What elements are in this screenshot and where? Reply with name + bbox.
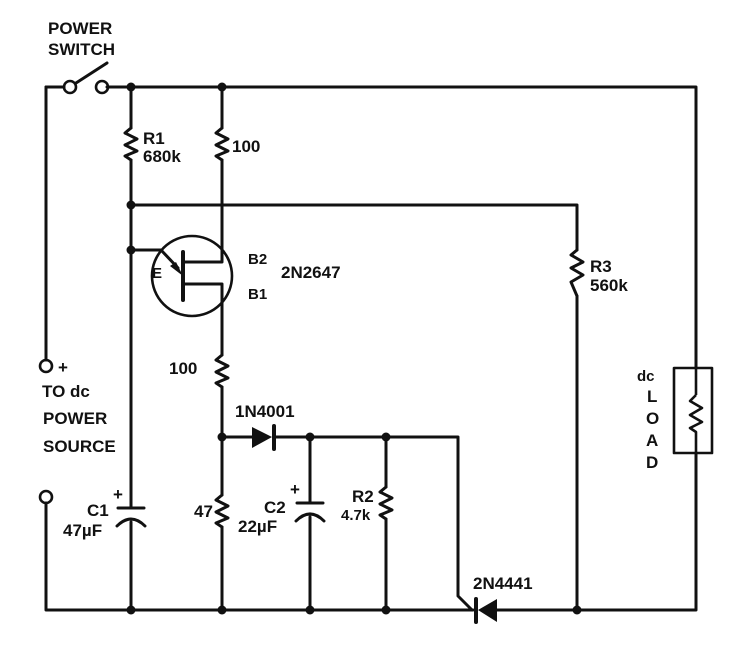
junction-dot — [381, 432, 391, 442]
c2-plate-curved — [294, 512, 326, 523]
ujt-body-circle — [150, 234, 234, 318]
load-letter-l: L — [647, 387, 657, 406]
ujt-transistor — [150, 234, 234, 318]
r47-resistor-symbol — [214, 493, 230, 529]
load-resistor-symbol — [688, 394, 704, 453]
source-terminal-plus[interactable] — [38, 358, 54, 374]
load-letter-o: O — [646, 409, 659, 428]
junction-dot — [217, 82, 227, 92]
r1-value: 680k — [143, 147, 181, 166]
c1-polarity: + — [113, 485, 123, 504]
load-letter-a: A — [646, 431, 658, 450]
rb2-resistor-symbol — [214, 126, 230, 162]
load-dc-label: dc — [637, 368, 655, 385]
scr-part-number: 2N4441 — [473, 574, 533, 593]
ujt-emitter-arrow-icon — [170, 262, 183, 276]
switch-blade[interactable] — [74, 61, 109, 85]
switch-terminal-left — [62, 79, 78, 95]
ujt-pin-e: E — [152, 265, 162, 282]
rb1-value: 100 — [169, 359, 197, 378]
junction-dot — [305, 605, 315, 615]
junction-dot — [572, 605, 582, 615]
r2-value: 4.7k — [341, 507, 371, 524]
source-plus-sign: + — [58, 358, 68, 377]
source-label-2: POWER — [43, 409, 107, 428]
c1-value: 47µF — [63, 521, 102, 540]
diode-1n4001 — [252, 424, 276, 451]
ujt-pin-b2: B2 — [248, 251, 267, 268]
wire-diode-right — [274, 435, 474, 612]
source-label-1: TO dc — [42, 382, 90, 401]
r2-resistor-symbol — [378, 485, 394, 521]
diode-triangle-icon — [252, 427, 272, 448]
wire-r3-rail — [129, 203, 579, 252]
c2-value: 22µF — [238, 517, 277, 536]
r3-resistor-symbol — [569, 248, 585, 298]
r1-resistor-symbol — [123, 126, 139, 162]
d1-part-number: 1N4001 — [235, 402, 295, 421]
dc-load — [672, 366, 714, 455]
junction-dot — [126, 200, 136, 210]
r3-ref: R3 — [590, 257, 612, 276]
scr-triangle-icon — [478, 599, 497, 622]
wire-bottom-rail-right — [495, 451, 698, 612]
switch-terminal-right — [94, 79, 110, 95]
c1-ref: C1 — [87, 501, 109, 520]
load-letter-d: D — [646, 453, 658, 472]
junction-dot — [381, 605, 391, 615]
source-terminal-minus[interactable] — [38, 489, 54, 505]
r3-value: 560k — [590, 276, 628, 295]
rb2-value: 100 — [232, 137, 260, 156]
junction-dot — [126, 605, 136, 615]
capacitor-c2 — [294, 501, 326, 523]
junction-dot — [305, 432, 315, 442]
r1-ref: R1 — [143, 129, 165, 148]
ujt-part-number: 2N2647 — [281, 263, 341, 282]
wire-b2-bottom — [196, 158, 224, 264]
capacitor-c1 — [115, 506, 147, 528]
power-switch-label-1: POWER — [48, 19, 112, 38]
r2-ref: R2 — [352, 487, 374, 506]
wire-bottom-rail-left — [44, 501, 475, 612]
junction-dot — [126, 82, 136, 92]
junction-dot — [126, 245, 136, 255]
power-switch[interactable] — [62, 61, 110, 95]
load-box — [672, 366, 714, 455]
c2-ref: C2 — [264, 498, 286, 517]
junction-dot — [217, 605, 227, 615]
rb1-resistor-symbol — [214, 353, 230, 389]
power-switch-label-2: SWITCH — [48, 40, 115, 59]
scr-2n4441 — [474, 597, 497, 624]
c1-plate-curved — [115, 517, 147, 528]
r47-value: 47 — [194, 502, 213, 521]
wire-top-rail — [105, 85, 698, 370]
c2-polarity: + — [290, 480, 300, 499]
wire-b1 — [196, 282, 224, 357]
junctions — [126, 82, 582, 615]
junction-dot — [217, 432, 227, 442]
ujt-pin-b1: B1 — [248, 286, 267, 303]
source-label-3: SOURCE — [43, 437, 116, 456]
